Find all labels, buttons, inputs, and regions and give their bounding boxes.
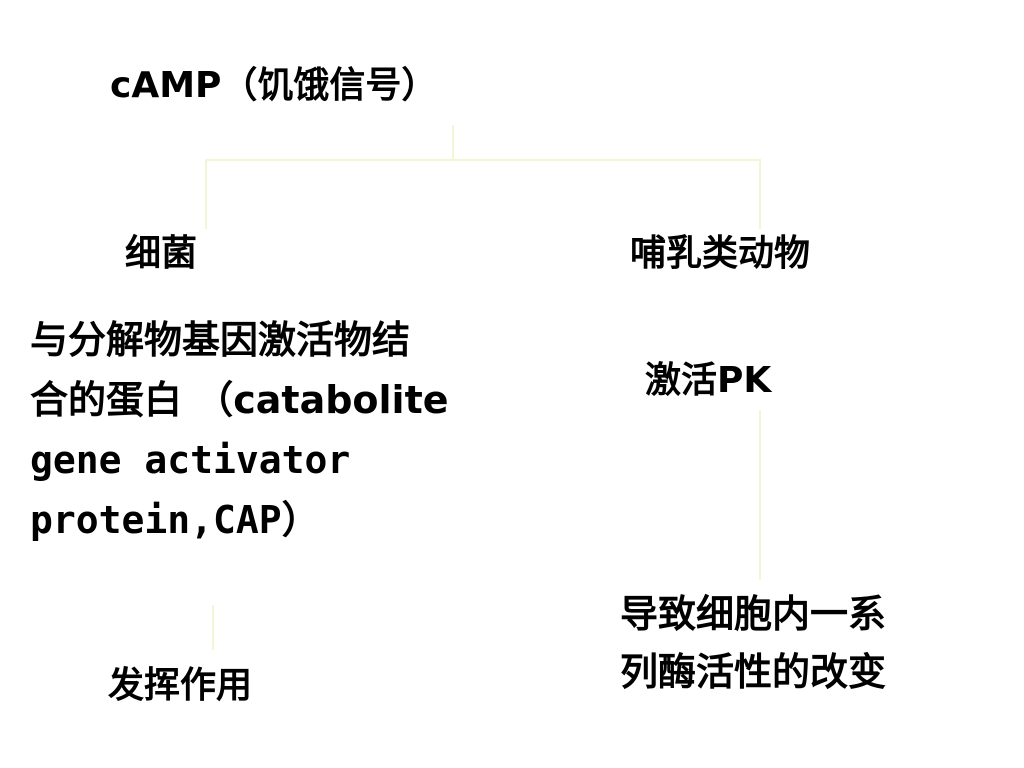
right-branch-step2: 导致细胞内一系 列酶活性的改变 — [620, 585, 886, 701]
connector-right-down — [759, 159, 761, 229]
connector-left-bottom — [212, 605, 214, 650]
connector-root-vertical — [452, 125, 454, 160]
right-branch-title: 哺乳类动物 — [630, 233, 811, 274]
connector-left-down — [205, 159, 207, 229]
left-step1-line-2: 合的蛋白 （catabolite — [30, 378, 449, 422]
right-branch-step1: 激活PK — [645, 360, 772, 401]
connector-horizontal — [205, 159, 761, 161]
left-branch-title: 细菌 — [125, 233, 198, 274]
left-branch-step1: 与分解物基因激活物结 合的蛋白 （catabolite gene activat… — [30, 310, 449, 550]
connector-right-middle — [759, 410, 761, 580]
left-step1-line-1: 与分解物基因激活物结 — [30, 318, 411, 362]
right-step2-line-1: 导致细胞内一系 — [620, 592, 887, 636]
left-step1-line-4: protein,CAP） — [30, 498, 320, 542]
left-step1-line-3: gene activator — [30, 438, 351, 482]
right-step2-line-2: 列酶活性的改变 — [620, 650, 887, 694]
root-node: cAMP（饥饿信号） — [110, 65, 438, 106]
left-branch-step2: 发挥作用 — [108, 665, 253, 706]
